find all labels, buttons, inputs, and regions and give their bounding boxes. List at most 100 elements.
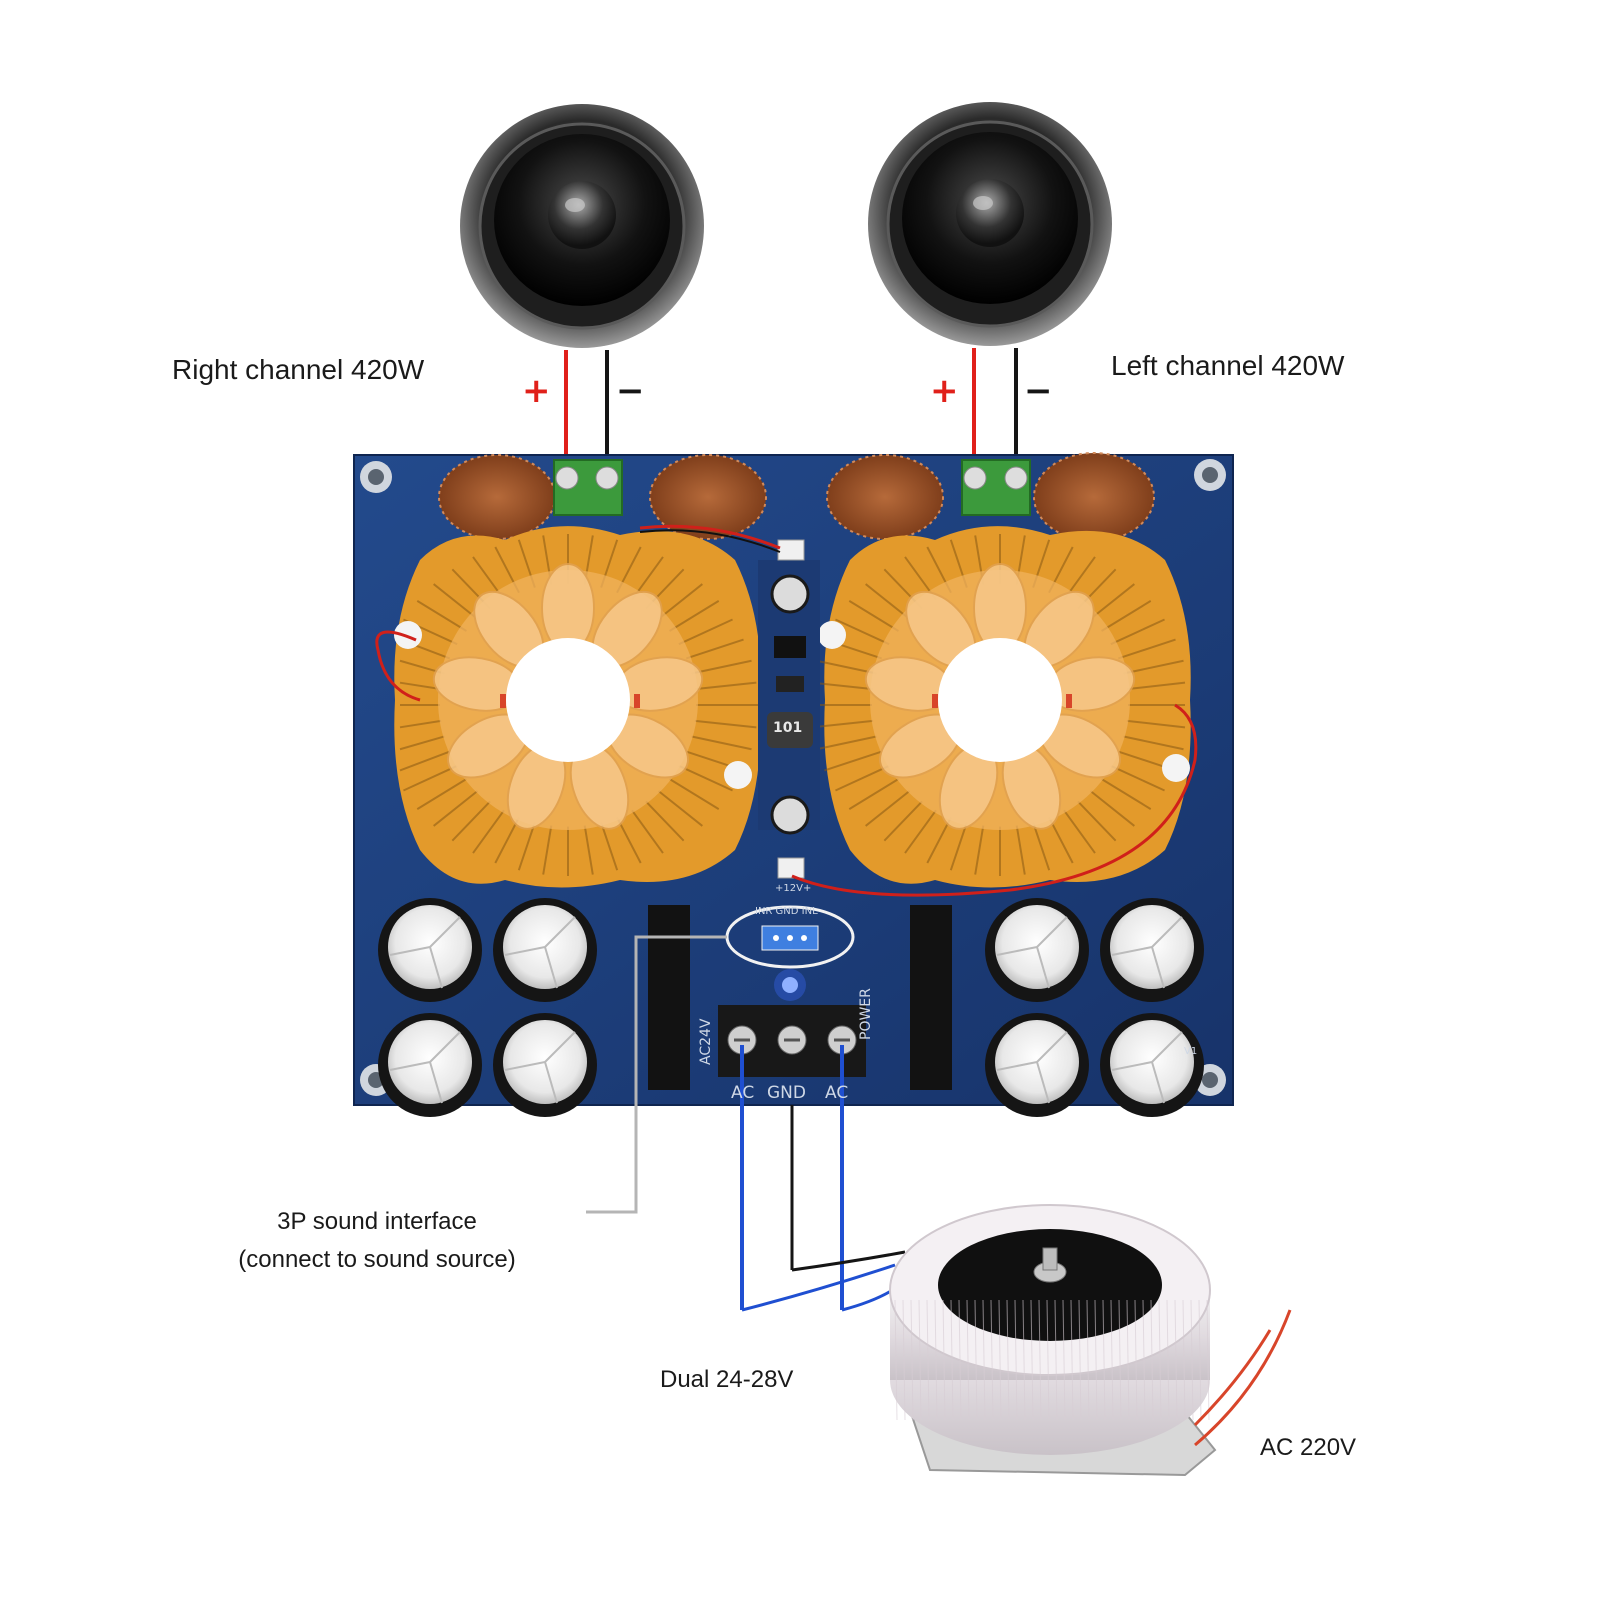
heatsink-fin (691, 659, 752, 675)
right-channel-label: Right channel 420W (172, 354, 425, 385)
left-channel-label: Left channel 420W (1111, 350, 1345, 381)
silkscreen-ac24v: AC24V (698, 1018, 714, 1066)
heatsink-fin (835, 618, 890, 646)
center-control-strip (758, 539, 820, 879)
heatsink-fin (416, 778, 467, 810)
transformer-winding (902, 1299, 906, 1421)
heatsink-fin (904, 809, 937, 854)
transformer-winding (1094, 1299, 1098, 1421)
heatsink-fin (657, 790, 703, 827)
heatsink-fin (1032, 822, 1051, 871)
left-minus-sign: − (1024, 371, 1053, 411)
right-cooling-fan (864, 563, 1136, 830)
sound-interface-note: (connect to sound source) (238, 1246, 516, 1273)
heatsink-fin (1089, 583, 1135, 620)
transformer-winding (910, 1299, 914, 1421)
heatsink-fin (399, 681, 442, 691)
capacitor-vent (504, 1031, 576, 1104)
heatsink-fin (883, 800, 923, 842)
heatsink-fins (399, 534, 1186, 876)
heatsink-fin (824, 750, 883, 772)
heatsink-fin (691, 735, 752, 751)
sound-interface-label: 3P sound interface (connect to sound sou… (222, 1208, 532, 1274)
heatsink-fin (403, 764, 458, 792)
ac-input-wires (740, 1045, 906, 1312)
transformer-winding (934, 1299, 938, 1421)
transformer-winding (942, 1299, 946, 1421)
heatsink-fin (583, 825, 594, 875)
transformer-winding (1006, 1299, 1010, 1421)
heatsink-fin (816, 735, 877, 751)
transformer-winding (1038, 1299, 1042, 1421)
transformer-winding (1134, 1299, 1138, 1421)
heatsink-fin (669, 600, 720, 632)
transformer-winding (974, 1299, 978, 1421)
heatsink-fin (816, 659, 877, 675)
heatsink-fin (811, 719, 874, 729)
heatsink-fin (1110, 618, 1165, 646)
silkscreen-gnd: GND (767, 1083, 806, 1103)
transformer-winding (1078, 1299, 1082, 1421)
transformer-winding (966, 1299, 970, 1421)
transformer-winding (1182, 1299, 1186, 1421)
heatsink-fin (1126, 681, 1186, 691)
left-speaker (868, 102, 1112, 346)
left-plus-sign: + (930, 371, 959, 411)
transformer-winding (1030, 1299, 1034, 1421)
silkscreen-power: POWER (858, 988, 874, 1040)
transformer-winding (998, 1299, 1002, 1421)
capacitor-vent (389, 1031, 461, 1104)
inductor-marking: 101 (773, 720, 803, 736)
transformer-winding (950, 1299, 954, 1421)
capacitor-vent (1111, 1031, 1183, 1104)
transformer-winding (1166, 1299, 1170, 1421)
heatsink-fin (472, 809, 505, 854)
silkscreen-jack-pins: INR GND INL (755, 906, 818, 917)
capacitor-vent (996, 916, 1068, 989)
heatsink-fin (517, 822, 536, 871)
silkscreen-fan-voltage: +12V+ (775, 883, 812, 894)
heatsink-fin (1063, 809, 1096, 854)
heatsink-fin (685, 638, 744, 660)
heatsink-fin (1117, 638, 1176, 660)
heatsink-fin (865, 583, 911, 620)
right-minus-sign: − (616, 371, 645, 411)
transformer-winding (982, 1299, 986, 1421)
heatsink-fin (657, 583, 703, 620)
transformer-winding (1014, 1299, 1018, 1421)
transformer-winding (1086, 1299, 1090, 1421)
mounting-hole-top-left (360, 461, 392, 493)
heatsink-fin (1101, 778, 1152, 810)
heatsink-fin (678, 618, 733, 646)
transformer-winding (1022, 1299, 1026, 1421)
silkscreen-ac-left: AC (731, 1083, 755, 1103)
transformer-winding (1150, 1299, 1154, 1421)
capacitor-vent (504, 916, 576, 989)
heatsink-fin (848, 778, 899, 810)
dual-voltage-label: Dual 24-28V (660, 1366, 794, 1393)
heatsink-fin (451, 800, 491, 842)
transformer-winding (1070, 1299, 1074, 1421)
transformer-winding (1110, 1299, 1114, 1421)
sound-interface-title: 3P sound interface (277, 1208, 477, 1235)
toroidal-transformer (889, 1204, 1292, 1477)
heatsink-fin (1077, 800, 1117, 842)
transformer-winding (1118, 1299, 1122, 1421)
transformer-winding (1206, 1299, 1210, 1421)
heatsink-fin (399, 719, 442, 729)
transformer-winding (1126, 1299, 1130, 1421)
heatsink-fin (974, 825, 985, 875)
right-speaker (460, 104, 704, 348)
heatsink-fin (1123, 659, 1184, 675)
transformer-winding (1198, 1299, 1202, 1421)
transformer-winding (1062, 1299, 1066, 1421)
heatsink-fin (1089, 790, 1135, 827)
right-plus-sign: + (522, 371, 551, 411)
heatsink-fin (399, 750, 451, 772)
heatsink-fin (694, 719, 757, 729)
transformer-winding (1190, 1299, 1194, 1421)
transformer-winding (1054, 1299, 1058, 1421)
filter-capacitors (378, 898, 1204, 1117)
